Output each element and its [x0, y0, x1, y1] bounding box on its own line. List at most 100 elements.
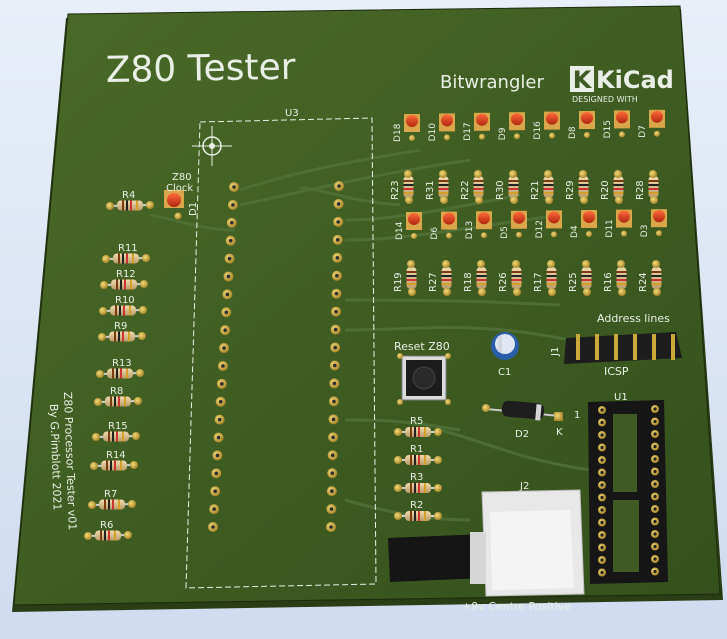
u1-label: U1 [614, 392, 628, 403]
resistor: R14 [90, 450, 138, 471]
capacitor-c1 [491, 332, 519, 360]
resistor-label: R10 [115, 295, 135, 306]
j2-label: J2 [519, 481, 529, 492]
resistor-label: R22 [460, 180, 471, 200]
kicad-logo-text: KiCad [596, 66, 674, 94]
resistor: R9 [98, 321, 146, 342]
resistor-label: R8 [110, 386, 123, 397]
led-label: D18 [393, 123, 403, 142]
led: D11 [605, 209, 632, 238]
led-label: D17 [463, 122, 473, 140]
led: D4 [570, 210, 597, 238]
resistor: R10 [99, 295, 147, 316]
led: D18 [393, 114, 420, 142]
resistor-label: R7 [104, 489, 117, 500]
resistor: R31 [425, 170, 449, 204]
resistor: R26 [498, 260, 522, 296]
resistor-label: R18 [463, 272, 474, 292]
resistor-label: R2 [410, 500, 423, 511]
resistor: R25 [568, 260, 592, 296]
resistor: R12 [100, 269, 148, 290]
resistor-label: R14 [106, 450, 126, 461]
led: D6 [430, 211, 457, 240]
resistor-label: R15 [108, 421, 128, 432]
led: D12 [535, 210, 562, 238]
resistor-label: R26 [498, 272, 509, 292]
led: D16 [533, 111, 560, 140]
led: D7 [638, 109, 665, 138]
led-label: D7 [638, 125, 648, 138]
led-label: D11 [605, 219, 615, 237]
power-label: +9v Centre Positive [462, 600, 571, 613]
led-label: D15 [603, 120, 613, 138]
resistor-label: R11 [118, 243, 138, 254]
resistor: R17 [533, 260, 557, 296]
diode-d2 [482, 400, 563, 421]
top-resistor-row-1: R23 R31 R22 R30 R21 R29 R20 R28 [390, 170, 659, 204]
u1-socket [588, 400, 668, 584]
resistor: R6 [84, 520, 132, 541]
resistor: R19 [393, 260, 417, 296]
u3-right-pins [326, 181, 344, 532]
resistor: R3 [394, 472, 442, 493]
led-label: D14 [395, 221, 405, 240]
led: D8 [568, 111, 595, 139]
resistor: R8 [94, 386, 142, 407]
led: D9 [498, 112, 525, 140]
resistor: R15 [92, 421, 140, 442]
led-label: D9 [498, 127, 508, 140]
led: D3 [640, 209, 667, 237]
resistor: R18 [463, 260, 487, 296]
led-label: D12 [535, 220, 545, 238]
clock-label-line2: Clock [166, 183, 193, 194]
resistor-label: R16 [603, 272, 614, 292]
resistor-label: R1 [410, 444, 423, 455]
resistor-label: R4 [122, 190, 135, 201]
u3-outline [185, 117, 377, 589]
led-label: D8 [568, 126, 578, 139]
led: D13 [465, 211, 492, 239]
resistor-label: R20 [600, 180, 611, 200]
icsp-header [564, 332, 682, 364]
resistor: R11 [102, 243, 150, 264]
u3-label: U3 [285, 108, 299, 119]
resistor: R28 [635, 170, 659, 204]
board-title: Z80 Tester [105, 47, 296, 91]
icsp-label: ICSP [604, 365, 629, 378]
svg-text:K: K [573, 66, 593, 94]
led: D17 [463, 112, 490, 141]
resistor: R21 [530, 170, 554, 204]
resistor: R29 [565, 170, 589, 204]
led-label: D4 [570, 225, 580, 238]
resistor-label: R13 [112, 358, 132, 369]
pcb-board [13, 5, 721, 606]
resistor: R23 [390, 170, 414, 204]
led-label: D6 [430, 227, 440, 240]
resistor-label: R6 [100, 520, 113, 531]
led-label: D3 [640, 225, 650, 238]
side-note-line2: By G.Pimblott 2021 [47, 404, 64, 511]
resistor-label: R3 [410, 472, 423, 483]
resistor-label: R21 [530, 180, 541, 200]
resistor-label: R31 [425, 180, 436, 200]
resistor-label: R28 [635, 180, 646, 200]
resistor-label: R30 [495, 180, 506, 200]
clock-label-line1: Z80 [172, 172, 192, 183]
led: D10 [428, 113, 455, 141]
u3-left-pins [208, 182, 239, 532]
resistor: R22 [460, 170, 484, 204]
kicad-logo: K KiCad DESIGNED WITH [570, 66, 674, 104]
resistor: R13 [96, 358, 144, 379]
d2-label: D2 [515, 429, 529, 440]
kicad-logo-subtext: DESIGNED WITH [572, 95, 638, 104]
led-label: D5 [500, 226, 510, 239]
resistor: R7 [88, 489, 136, 510]
resistor-label: R17 [533, 272, 544, 292]
led: D14 [395, 212, 422, 240]
